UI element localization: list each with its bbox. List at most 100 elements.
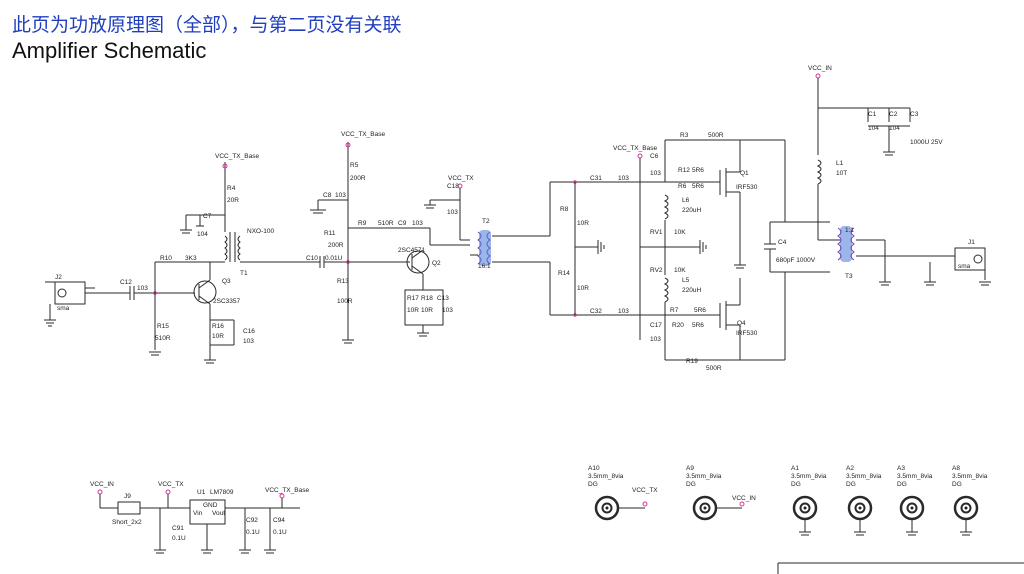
j2-ref: J2 bbox=[55, 274, 62, 281]
net-vcc-tx-base-2: VCC_TX_Base bbox=[341, 131, 385, 138]
c13-ref: C13 bbox=[437, 295, 449, 302]
u1-value: LM7809 bbox=[210, 489, 234, 496]
c9-value: 103 bbox=[412, 220, 423, 227]
c17-ref: C17 bbox=[650, 322, 662, 329]
a10-size: 3.5mm_8via bbox=[588, 473, 624, 480]
a8-size: 3.5mm_8via bbox=[952, 473, 988, 480]
u1-vin: Vin bbox=[193, 510, 203, 517]
r6-ref: R6 bbox=[678, 183, 687, 190]
c18-value: 103 bbox=[447, 209, 458, 216]
l6-value: 220uH bbox=[682, 207, 701, 214]
rv1-value: 10K bbox=[674, 229, 686, 236]
r14-ref: R14 bbox=[558, 270, 570, 277]
u1-gnd: GND bbox=[203, 502, 218, 509]
q4-value: IRF530 bbox=[736, 330, 758, 337]
j2-value: sma bbox=[57, 305, 70, 312]
c3-ref: C3 bbox=[910, 111, 919, 118]
r3-ref: R3 bbox=[680, 132, 689, 139]
t1-ref: T1 bbox=[240, 270, 248, 277]
a1-type: DG bbox=[791, 481, 801, 488]
c8-value: 103 bbox=[335, 192, 346, 199]
via-a3: A3 3.5mm_8via DG bbox=[897, 465, 933, 536]
c6-ref: C6 bbox=[650, 153, 659, 160]
r17-value: 10R bbox=[407, 307, 419, 314]
c17-value: 103 bbox=[650, 336, 661, 343]
r15-value: 510R bbox=[155, 335, 171, 342]
c8-ref: C8 bbox=[323, 192, 332, 199]
via-a9: A9 3.5mm_8via DG VCC_IN bbox=[686, 465, 756, 521]
net-vcc-in-1: VCC_IN bbox=[808, 65, 832, 72]
c7-value: 104 bbox=[197, 231, 208, 238]
via-a10: A10 3.5mm_8via DG VCC_TX bbox=[588, 465, 658, 521]
q2-value: 2SC4571 bbox=[398, 247, 425, 254]
c91-ref: C91 bbox=[172, 525, 184, 532]
u1-vout: Vout bbox=[212, 510, 225, 517]
regulator-u1: U1 LM7809 Vin GND Vout bbox=[189, 489, 234, 525]
via-a8: A8 3.5mm_8via DG bbox=[952, 465, 988, 536]
r17-ref: R17 bbox=[407, 295, 419, 302]
c2-ref: C2 bbox=[889, 111, 898, 118]
r11-value: 200R bbox=[328, 242, 344, 249]
connector-j1: J1 sma bbox=[954, 239, 986, 271]
t2-value: 16:1 bbox=[478, 263, 491, 270]
c13-value: 103 bbox=[442, 307, 453, 314]
r9-ref: R9 bbox=[358, 220, 367, 227]
r14-value: 10R bbox=[577, 285, 589, 292]
r18-ref: R18 bbox=[421, 295, 433, 302]
r13-value: 100R bbox=[337, 298, 353, 305]
r19-value: 500R bbox=[706, 365, 722, 372]
net-vcc-tx-base-3: VCC_TX_Base bbox=[613, 145, 657, 152]
a3-size: 3.5mm_8via bbox=[897, 473, 933, 480]
a9-net: VCC_IN bbox=[732, 495, 756, 502]
c94-ref: C94 bbox=[273, 517, 285, 524]
c2-value: 104 bbox=[889, 125, 900, 132]
a9-type: DG bbox=[686, 481, 696, 488]
c12-value: 103 bbox=[137, 285, 148, 292]
a9-size: 3.5mm_8via bbox=[686, 473, 722, 480]
a10-net: VCC_TX bbox=[632, 487, 658, 494]
j1-value: sma bbox=[958, 263, 971, 270]
r18-value: 10R bbox=[421, 307, 433, 314]
r19-ref: R19 bbox=[686, 358, 698, 365]
connector-j2: J2 sma bbox=[44, 274, 95, 327]
rv2-ref: RV2 bbox=[650, 267, 663, 274]
t1-value: NXO-100 bbox=[247, 228, 274, 235]
r13-ref: R13 bbox=[337, 278, 349, 285]
l5-ref: L5 bbox=[682, 277, 690, 284]
l1-value: 10T bbox=[836, 170, 847, 177]
c1-value: 104 bbox=[868, 125, 879, 132]
l1-ref: L1 bbox=[836, 160, 844, 167]
capacitor-c12: C12 103 bbox=[120, 279, 148, 300]
t3-value: 1:1 bbox=[845, 227, 854, 234]
a1-ref: A1 bbox=[791, 465, 799, 472]
r16-ref: R16 bbox=[212, 323, 224, 330]
c91-value: 0.1U bbox=[172, 535, 186, 542]
q1-value: IRF530 bbox=[736, 184, 758, 191]
r7-value: 5R6 bbox=[694, 307, 706, 314]
a2-ref: A2 bbox=[846, 465, 854, 472]
r11-ref: R11 bbox=[324, 230, 336, 237]
r4-ref: R4 bbox=[227, 185, 236, 192]
net-vcc-tx-2: VCC_TX bbox=[158, 481, 184, 488]
c31-value: 103 bbox=[618, 175, 629, 182]
q3-value: 2SC3357 bbox=[213, 298, 240, 305]
via-a1: A1 3.5mm_8via DG bbox=[791, 465, 827, 536]
c18-ref: C18 bbox=[447, 183, 459, 190]
r4-value: 20R bbox=[227, 197, 239, 204]
c16-value: 103 bbox=[243, 338, 254, 345]
r5-ref: R5 bbox=[350, 162, 359, 169]
c9-ref: C9 bbox=[398, 220, 407, 227]
r20-ref: R20 bbox=[672, 322, 684, 329]
q3-ref: Q3 bbox=[222, 278, 231, 285]
a2-size: 3.5mm_8via bbox=[846, 473, 882, 480]
c94-value: 0.1U bbox=[273, 529, 287, 536]
c32-value: 103 bbox=[618, 308, 629, 315]
mosfet-q1: Q1 IRF530 bbox=[719, 140, 758, 197]
r12-value: 5R6 bbox=[692, 167, 704, 174]
j1-ref: J1 bbox=[968, 239, 975, 246]
q4-ref: Q4 bbox=[737, 320, 746, 327]
r10-value: 3K3 bbox=[185, 255, 197, 262]
page-title: Amplifier Schematic bbox=[12, 38, 207, 63]
l5-value: 220uH bbox=[682, 287, 701, 294]
c1-ref: C1 bbox=[868, 111, 877, 118]
